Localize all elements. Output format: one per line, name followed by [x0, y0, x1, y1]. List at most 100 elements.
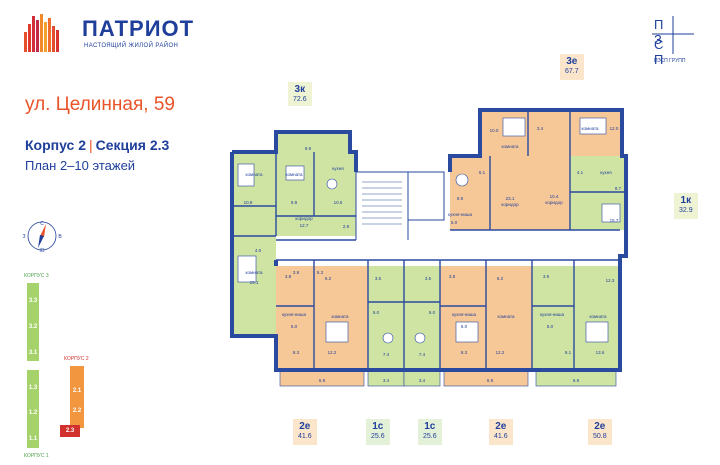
apt-3k-balcony — [276, 132, 350, 154]
block-1-3[interactable]: 1.3 — [28, 385, 38, 391]
block-2-1[interactable]: 2.1 — [72, 388, 82, 394]
room-area: 9.8 — [291, 200, 298, 205]
block-3-1[interactable]: 3.1 — [28, 350, 38, 356]
flat-type: 2е — [299, 421, 311, 432]
apt-2e-3[interactable] — [532, 266, 620, 370]
balcony-area: 6.9 — [319, 378, 326, 383]
room-area: 3.9 — [543, 274, 550, 279]
room-area: 6.2 — [325, 276, 332, 281]
room-area: 8.7 — [615, 186, 622, 191]
room-area: 12.7 — [300, 223, 309, 228]
apt-1c-2[interactable] — [404, 266, 440, 370]
table-icon — [414, 332, 426, 344]
flat-area: 32.9 — [679, 207, 693, 214]
korpus1-label: КОРПУС 1 — [24, 453, 49, 459]
korpus-label: Корпус 2 — [25, 137, 87, 153]
balcony-area: 3.4 — [419, 378, 426, 383]
brand-name: ПАТРИОТ — [82, 16, 195, 41]
room-label: комната — [581, 126, 599, 131]
room-area: 6.2 — [497, 276, 504, 281]
block-3-3[interactable]: 3.3 — [28, 298, 38, 304]
room-area: 6.1 — [479, 170, 486, 175]
flat-area: 25.6 — [371, 433, 385, 440]
compass-south: Ю — [39, 248, 44, 254]
bed-icon — [237, 255, 257, 283]
compass-west: З — [22, 234, 25, 240]
flat-tag-1k[interactable]: 1к 32.9 — [674, 193, 698, 219]
flat-type: 1к — [680, 195, 692, 206]
room-area: 4.0 — [255, 248, 262, 253]
room-area: 7.4 — [383, 352, 390, 357]
room-area: 5.0 — [461, 324, 468, 329]
flat-tag-bottom-1[interactable]: 2е 41.6 — [293, 419, 317, 445]
room-area: 9.1 — [565, 350, 572, 355]
table-icon — [382, 332, 394, 344]
block-1-2[interactable]: 1.2 — [28, 410, 38, 416]
developer-name: ПЗСП ГРУПП — [654, 58, 686, 64]
table-icon — [455, 173, 469, 187]
section-label: Секция 2.3 — [95, 137, 170, 153]
room-area: 9.9 — [457, 196, 464, 201]
room-area: 23.1 — [506, 196, 515, 201]
room-area: 5.0 — [373, 310, 380, 315]
room-area: 7.4 — [419, 352, 426, 357]
room-label: комната — [245, 172, 263, 177]
room-label: кухня — [332, 166, 344, 171]
separator: | — [89, 137, 93, 153]
developer-mark-bottom: С П — [654, 37, 678, 67]
flat-tag-bottom-5[interactable]: 2е 50.8 — [588, 419, 612, 445]
block-2-2[interactable]: 2.2 — [72, 408, 82, 414]
flat-type: 3к — [294, 84, 306, 95]
apt-2e-1[interactable] — [276, 266, 368, 370]
flat-type: 2е — [495, 421, 507, 432]
room-label: коридор — [501, 202, 519, 207]
room-label: кухня — [600, 170, 612, 175]
stairwell — [355, 171, 409, 243]
room-label: кухня-ниша — [540, 312, 565, 317]
apt-3e-zone-a[interactable] — [450, 156, 570, 230]
room-label: комната — [501, 144, 519, 149]
flat-tag-3e[interactable]: 3е 67.7 — [560, 54, 584, 80]
bed-icon — [325, 321, 349, 343]
room-area: 8.3 — [461, 350, 468, 355]
room-area: 8.3 — [293, 350, 300, 355]
room-area: 10.0 — [490, 128, 499, 133]
korpus1-bg — [27, 370, 39, 448]
korpus3-label: КОРПУС 3 — [24, 273, 49, 279]
flat-tag-bottom-3[interactable]: 1с 25.6 — [418, 419, 442, 445]
room-area: 5.0 — [451, 220, 458, 225]
room-area: 3.9 — [293, 270, 300, 275]
room-area: 10.8 — [244, 200, 253, 205]
table-icon — [326, 178, 338, 190]
flat-tag-bottom-4[interactable]: 2е 41.6 — [489, 419, 513, 445]
room-label: комната — [497, 314, 515, 319]
apt-3k-zone-b[interactable] — [232, 236, 276, 336]
block-3-2[interactable]: 3.2 — [28, 324, 38, 330]
room-label: комната — [331, 314, 349, 319]
block-1-1[interactable]: 1.1 — [28, 436, 38, 442]
apt-1c-1[interactable] — [368, 266, 404, 370]
flat-tag-3k[interactable]: 3к 72.6 — [288, 82, 312, 108]
balcony-area: 3.4 — [383, 378, 390, 383]
room-area: 10.4 — [550, 194, 559, 199]
korpus3-strip — [27, 283, 39, 325]
flat-area: 25.6 — [423, 433, 437, 440]
korpus2-label: КОРПУС 2 — [64, 356, 89, 362]
flat-area: 72.6 — [293, 96, 307, 103]
room-label: кухня-ниша — [448, 212, 473, 217]
flat-tag-bottom-2[interactable]: 1с 25.6 — [366, 419, 390, 445]
balcony-area: 6.9 — [487, 378, 494, 383]
flat-area: 41.6 — [494, 433, 508, 440]
flat-area: 41.6 — [298, 433, 312, 440]
balcony-area: 6.9 — [573, 378, 580, 383]
patriot-logo-bars — [24, 14, 59, 52]
block-2-3-selected[interactable]: 2.3 — [60, 425, 80, 437]
room-area: 3.8 — [449, 274, 456, 279]
room-area: 12.0 — [610, 126, 619, 131]
brand-subtitle: НАСТОЯЩИЙ ЖИЛОЙ РАЙОН — [84, 43, 179, 49]
flat-type: 1с — [424, 421, 436, 432]
compass-north: С — [40, 221, 44, 227]
compass-icon: С Ю В З — [22, 221, 62, 254]
room-area: 5.0 — [429, 310, 436, 315]
room-label: коридор — [295, 216, 313, 221]
